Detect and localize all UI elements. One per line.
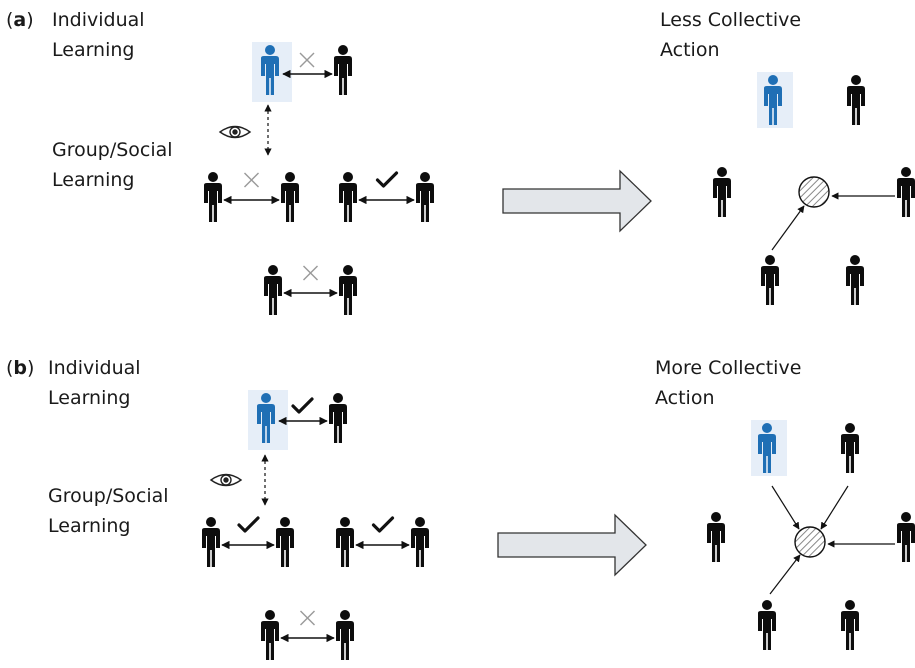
- person-pair: [202, 516, 294, 567]
- individual-learner-icon: [758, 423, 776, 473]
- individual-learner-icon: [261, 45, 279, 95]
- panel-b-individual-label-2: Learning: [48, 387, 131, 409]
- person-icon: [897, 167, 915, 217]
- person-icon: [202, 517, 220, 567]
- panel-a-group-label-1: Group/Social: [52, 139, 173, 161]
- contribution-arrow: [820, 485, 849, 530]
- contribution-arrow: [769, 554, 801, 595]
- person-icon: [264, 265, 282, 315]
- eye-icon: [218, 125, 252, 139]
- person-icon: [713, 167, 731, 217]
- person-icon: [758, 600, 776, 650]
- person-icon: [336, 517, 354, 567]
- person-icon: [276, 517, 294, 567]
- cross-icon: [299, 52, 315, 68]
- big-arrow-icon: [502, 169, 652, 233]
- panel-a-group-label-2: Learning: [52, 169, 135, 191]
- big-arrow-icon: [497, 513, 647, 577]
- panel-b-tag: (b): [6, 357, 34, 379]
- person-pair: [336, 516, 429, 567]
- person-pair: [339, 171, 434, 222]
- panel-b-outcome-label-2: Action: [655, 387, 715, 409]
- panel-a-individual-label-1: Individual: [52, 9, 145, 31]
- panel-a-outcome-label-1: Less Collective: [660, 9, 801, 31]
- person-icon: [339, 265, 357, 315]
- person-icon: [334, 45, 352, 95]
- person-icon: [841, 600, 859, 650]
- individual-learner-icon: [257, 393, 275, 443]
- check-icon: [237, 516, 260, 533]
- check-icon: [371, 516, 395, 533]
- person-pair: [264, 265, 357, 315]
- hatched-resource-icon: [794, 526, 826, 558]
- panel-b: (b) Individual Learning Group/Social Lea…: [6, 357, 915, 660]
- panel-a-outcome-label-2: Action: [660, 39, 720, 61]
- person-icon: [411, 517, 429, 567]
- cross-icon: [300, 610, 315, 626]
- person-pair: [261, 610, 354, 660]
- cross-icon: [244, 172, 259, 188]
- check-icon: [375, 171, 399, 188]
- contribution-arrow: [771, 485, 800, 530]
- panel-a-tag: (a): [6, 9, 34, 31]
- person-icon: [339, 172, 357, 222]
- person-icon: [416, 172, 434, 222]
- check-icon: [291, 397, 314, 414]
- person-icon: [761, 255, 779, 305]
- person-icon: [841, 423, 859, 473]
- person-icon: [846, 255, 864, 305]
- hatched-resource-icon: [798, 176, 830, 208]
- person-icon: [897, 512, 915, 562]
- person-icon: [847, 75, 865, 125]
- person-icon: [336, 610, 354, 660]
- panel-a: (a) Individual Learning Group/Social Lea…: [6, 9, 915, 315]
- individual-learner-icon: [764, 75, 782, 125]
- panel-b-group-label-2: Learning: [48, 515, 131, 537]
- person-pair: [204, 172, 299, 222]
- panel-a-individual-label-2: Learning: [52, 39, 135, 61]
- eye-icon: [209, 473, 243, 487]
- panel-b-individual-label-1: Individual: [48, 357, 141, 379]
- panel-b-outcome-label-1: More Collective: [655, 357, 801, 379]
- person-icon: [707, 512, 725, 562]
- person-icon: [281, 172, 299, 222]
- person-icon: [329, 393, 347, 443]
- cross-icon: [303, 265, 318, 281]
- person-icon: [261, 610, 279, 660]
- panel-b-group-label-1: Group/Social: [48, 485, 169, 507]
- person-icon: [204, 172, 222, 222]
- contribution-arrow: [771, 205, 805, 251]
